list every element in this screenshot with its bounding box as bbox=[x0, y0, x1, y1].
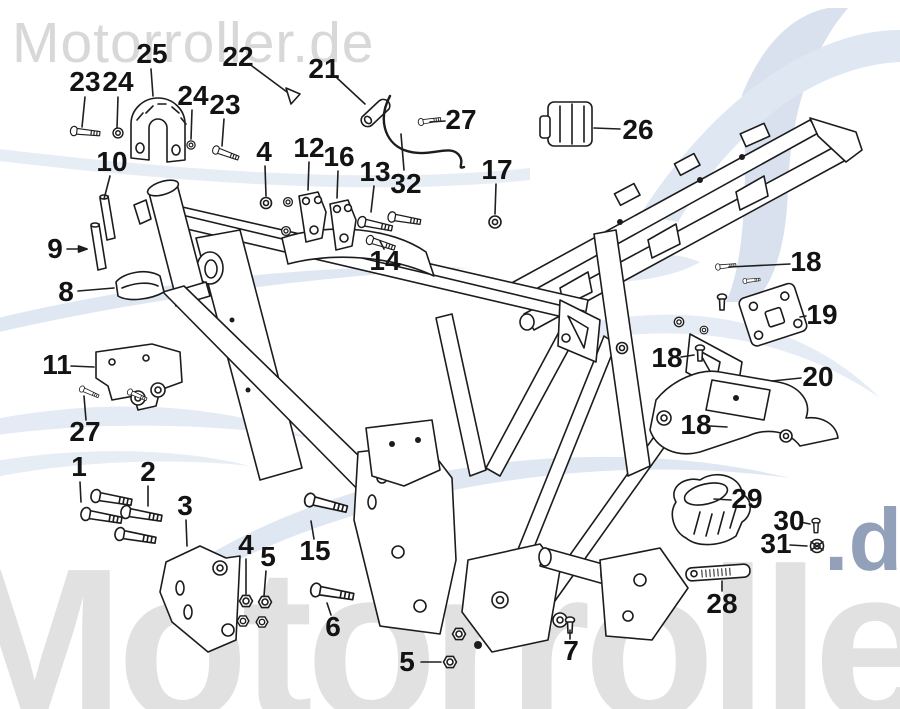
leader-line-18 bbox=[709, 425, 728, 428]
watermark-corner-de: .de bbox=[824, 490, 900, 589]
frame-line-art bbox=[66, 65, 863, 669]
leader-line-17 bbox=[494, 183, 497, 215]
leader-line-3 bbox=[185, 519, 188, 547]
leader-line-12 bbox=[307, 161, 310, 191]
part-nut-5b bbox=[442, 655, 458, 669]
leader-line-21 bbox=[336, 77, 366, 105]
part-washer-4a bbox=[259, 196, 273, 210]
part-bracket-19 bbox=[738, 282, 808, 347]
leader-line-10 bbox=[103, 175, 111, 200]
part-clamp-25 bbox=[130, 97, 187, 163]
part-bolt-2 bbox=[119, 503, 164, 526]
part-bolt-6 bbox=[308, 581, 356, 605]
leader-line-26 bbox=[593, 127, 621, 130]
part-plate-12 bbox=[298, 191, 327, 243]
leader-line-15 bbox=[310, 520, 315, 540]
leader-line-29 bbox=[713, 498, 732, 501]
part-screw-30 bbox=[811, 517, 821, 534]
part-plate-16 bbox=[329, 199, 357, 251]
part-nut-31 bbox=[809, 538, 825, 554]
part-bolt-1c bbox=[113, 525, 158, 548]
part-rod-10 bbox=[99, 195, 116, 241]
leader-line-1 bbox=[79, 481, 82, 503]
part-clamp-26 bbox=[539, 101, 593, 147]
part-rod-9 bbox=[90, 223, 107, 271]
part-screw-27b bbox=[77, 384, 101, 400]
bottom-cradle bbox=[353, 419, 689, 653]
part-bracket-20 bbox=[649, 370, 839, 455]
leader-line-13 bbox=[370, 185, 375, 213]
leader-line-31 bbox=[789, 544, 808, 547]
leader-line-18 bbox=[728, 263, 791, 268]
leader-arrowhead-9 bbox=[77, 245, 88, 253]
leader-line-23 bbox=[81, 96, 86, 128]
leader-line-27 bbox=[83, 395, 87, 421]
leader-line-32 bbox=[400, 133, 405, 171]
part-sleeve-21 bbox=[360, 98, 391, 128]
leader-line-20 bbox=[771, 377, 802, 382]
part-holder-29 bbox=[671, 474, 752, 546]
leader-line-4 bbox=[264, 165, 267, 197]
part-washer-24b bbox=[186, 140, 196, 150]
leader-line-27 bbox=[429, 120, 446, 123]
part-bolt-13b bbox=[386, 210, 422, 228]
leader-line-11 bbox=[70, 365, 95, 368]
leader-line-25 bbox=[150, 68, 154, 97]
leader-line-14 bbox=[379, 240, 385, 250]
part-clamp-8 bbox=[115, 270, 165, 301]
leader-line-24 bbox=[116, 96, 119, 129]
part-bracket-3 bbox=[159, 545, 241, 653]
leader-line-18 bbox=[680, 354, 695, 358]
part-screw-23b bbox=[210, 144, 241, 163]
part-ring-17 bbox=[488, 215, 502, 229]
callout-leader-lines bbox=[66, 65, 811, 663]
part-pin-22 bbox=[285, 87, 301, 105]
leader-line-6 bbox=[326, 602, 332, 616]
part-nut-4b bbox=[238, 594, 254, 608]
leader-line-22 bbox=[251, 65, 288, 93]
part-screw-23a bbox=[69, 125, 101, 139]
part-bracket-11 bbox=[95, 343, 183, 411]
leader-line-23 bbox=[221, 118, 225, 147]
leader-line-19 bbox=[799, 315, 807, 318]
part-strip-28 bbox=[685, 563, 751, 582]
leader-line-5 bbox=[263, 570, 267, 597]
leader-line-24 bbox=[190, 109, 193, 140]
part-washer-24a bbox=[112, 127, 124, 139]
leader-line-8 bbox=[77, 287, 115, 292]
leader-line-16 bbox=[336, 170, 339, 199]
part-bolt-1b bbox=[79, 505, 124, 528]
fastener-parts bbox=[69, 87, 839, 669]
watermark-header: Motorroller.de bbox=[12, 11, 375, 75]
part-nut-5a bbox=[257, 595, 273, 609]
leader-line-30 bbox=[799, 521, 811, 525]
background-swoosh-graphics bbox=[0, 8, 900, 572]
part-cable-32 bbox=[382, 94, 466, 169]
